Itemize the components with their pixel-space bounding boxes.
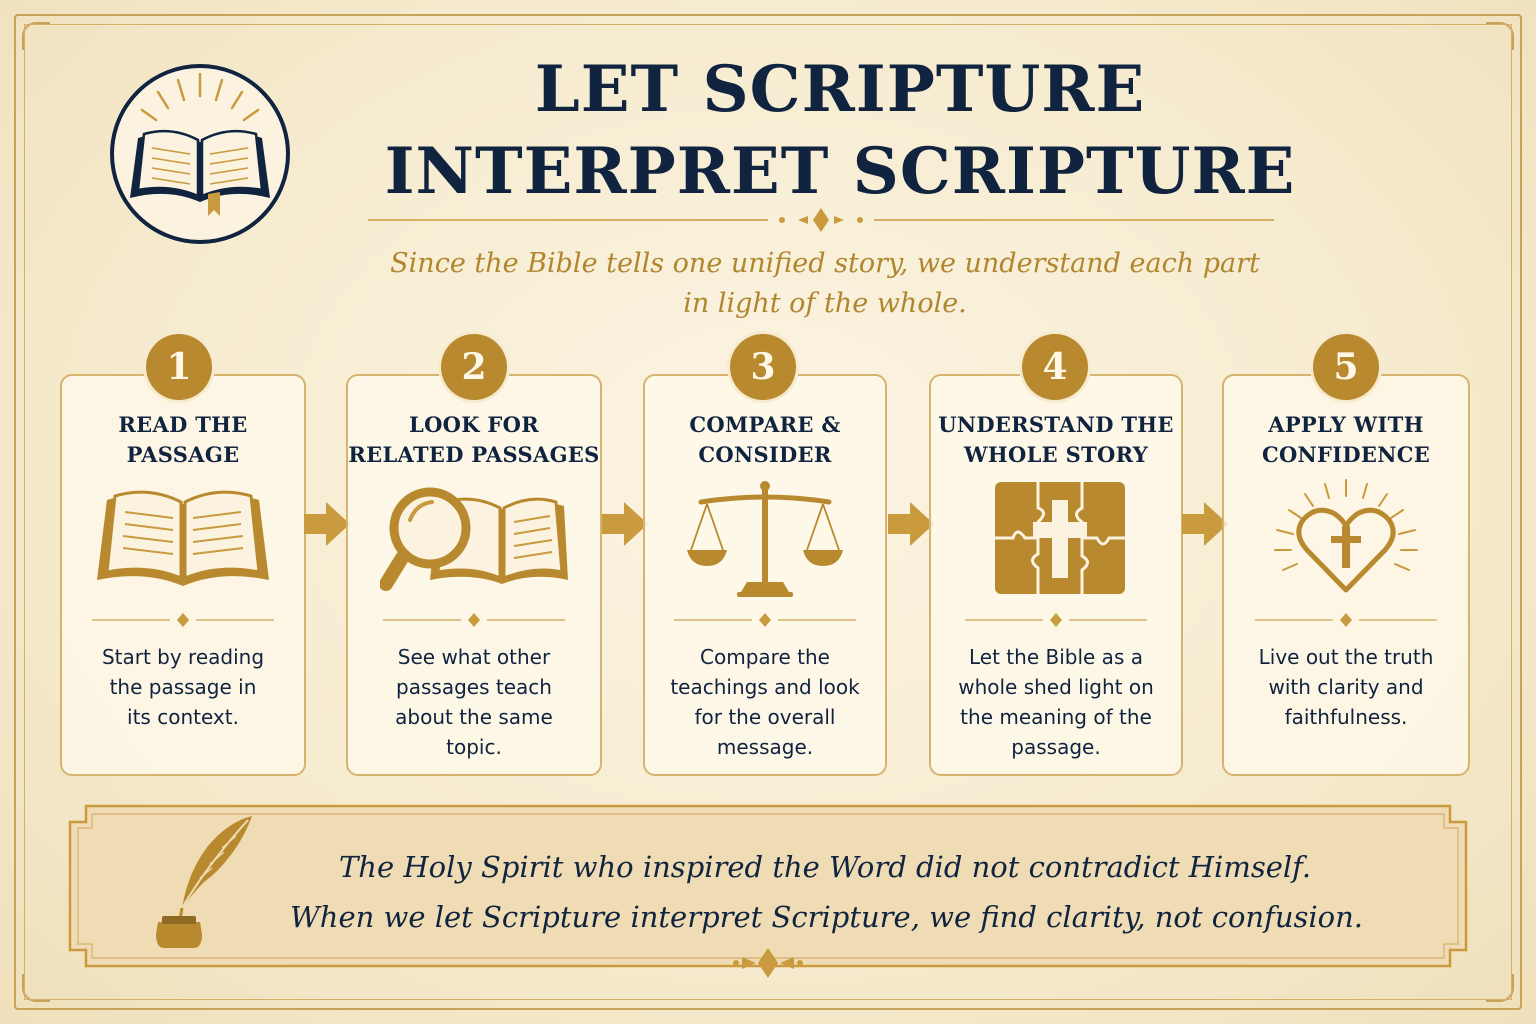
corner-ornament bbox=[1486, 22, 1514, 50]
step-number-badge: 3 bbox=[730, 334, 796, 400]
subtitle-line-2: in light of the whole. bbox=[683, 288, 967, 319]
step-divider bbox=[965, 613, 1147, 627]
quote-banner bbox=[68, 804, 1468, 968]
step-title: COMPARE &CONSIDER bbox=[689, 412, 841, 467]
corner-ornament bbox=[22, 974, 50, 1002]
step-card-5 bbox=[1222, 374, 1470, 776]
step-divider bbox=[1255, 613, 1437, 627]
scales-icon bbox=[687, 481, 843, 597]
open-book-icon bbox=[97, 490, 269, 586]
arrow-right-icon bbox=[1182, 502, 1228, 546]
outer-border bbox=[14, 14, 1522, 1010]
step-number-badge: 5 bbox=[1313, 334, 1379, 400]
page-title-line-1: LET SCRIPTURE bbox=[534, 52, 1146, 127]
arrow-right-icon bbox=[888, 502, 934, 546]
step-number-badge: 2 bbox=[441, 334, 507, 400]
arrow-right-icon bbox=[602, 502, 648, 546]
step-divider bbox=[92, 613, 274, 627]
subtitle-line-1: Since the Bible tells one unified story,… bbox=[390, 248, 1260, 279]
subtitle: Since the Bible tells one unified story,… bbox=[340, 244, 1310, 324]
bottom-ornament bbox=[733, 948, 803, 978]
quill-inkwell-icon bbox=[156, 816, 252, 948]
step-divider bbox=[674, 613, 856, 627]
corner-ornament bbox=[22, 22, 50, 50]
puzzle-cross-icon bbox=[995, 482, 1125, 594]
title-divider bbox=[368, 208, 1274, 232]
quote-line-2: When we let Scripture interpret Scriptur… bbox=[290, 900, 1364, 934]
corner-ornament bbox=[1486, 974, 1514, 1002]
bible-logo-icon bbox=[110, 64, 290, 244]
quote-line-1: The Holy Spirit who inspired the Word di… bbox=[338, 850, 1312, 884]
inner-border bbox=[24, 24, 1512, 1000]
step-divider bbox=[383, 613, 565, 627]
step-number-badge: 4 bbox=[1022, 334, 1088, 400]
magnifying-glass-book-icon bbox=[380, 487, 568, 591]
closing-quote: The Holy Spirit who inspired the Word di… bbox=[290, 842, 1364, 942]
page-title-line-2: INTERPRET SCRIPTURE bbox=[384, 134, 1296, 209]
heart-cross-icon bbox=[1274, 479, 1418, 593]
step-number-badge: 1 bbox=[146, 334, 212, 400]
arrow-right-icon bbox=[304, 502, 350, 546]
